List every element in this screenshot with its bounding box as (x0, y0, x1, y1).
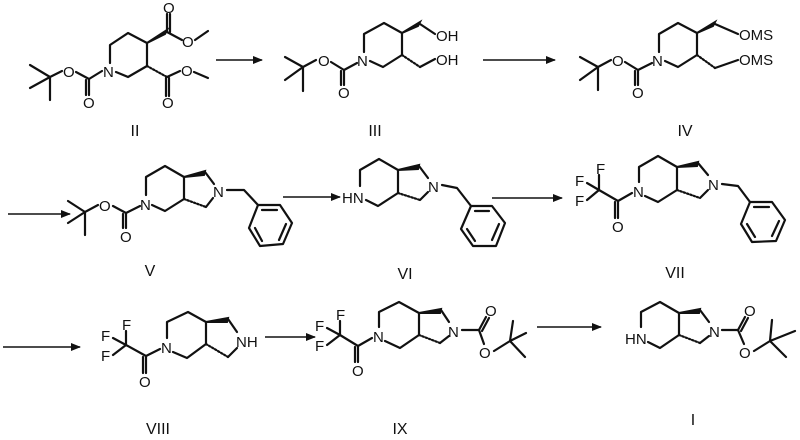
atom-OH: OH (436, 52, 459, 69)
compound-label: IX (392, 421, 407, 438)
atom-O: O (63, 64, 75, 81)
atom-O: O (83, 95, 95, 112)
atom-N: N (213, 184, 224, 201)
atom-N: N (709, 324, 720, 341)
atom-F: F (575, 173, 584, 190)
compound-label: VII (665, 265, 685, 282)
atom-O: O (612, 53, 624, 70)
atom-O: O (182, 34, 194, 51)
compound-V: O O N N V (66, 164, 294, 280)
atom-O: O (612, 219, 624, 236)
atom-O: O (162, 95, 174, 112)
atom-NH: NH (236, 334, 258, 351)
compound-label: VI (397, 266, 412, 283)
compound-label: IV (677, 123, 692, 140)
atom-O: O (163, 0, 175, 17)
atom-N: N (708, 177, 719, 194)
compound-II: O O N O O O O II (28, 0, 210, 140)
atom-F: F (101, 328, 110, 345)
atom-O: O (479, 345, 491, 362)
atom-O: O (338, 85, 350, 102)
compound-label: III (368, 123, 381, 140)
compound-IV: O O N OMS OMS IV (578, 19, 773, 140)
compound-I: HN N O O I (625, 300, 797, 429)
compound-VIII: F F F O N NH VIII (101, 310, 258, 438)
compound-label: VIII (146, 421, 170, 438)
compound-VII: F F F O N N VII (575, 154, 787, 282)
compound-III: O O N OH OH III (283, 19, 459, 140)
atom-O: O (181, 63, 193, 80)
atom-O: O (739, 345, 751, 362)
atom-OMS: OMS (739, 52, 773, 69)
compound-label: II (131, 123, 140, 140)
atom-F: F (122, 317, 131, 334)
atom-F: F (575, 193, 584, 210)
atom-N: N (448, 324, 459, 341)
atom-O: O (632, 85, 644, 102)
atom-O: O (139, 374, 151, 391)
atom-O: O (744, 303, 756, 320)
atom-N: N (140, 197, 151, 214)
atom-N: N (357, 53, 368, 70)
atom-N: N (652, 53, 663, 70)
atom-HN: HN (625, 331, 647, 348)
atom-N: N (161, 340, 172, 357)
atom-N: N (373, 329, 384, 346)
atom-HN: HN (342, 190, 364, 207)
atom-F: F (336, 307, 345, 324)
atom-O: O (120, 229, 132, 246)
compound-IX: F F F O N N O O IX (315, 300, 528, 438)
atom-N: N (633, 184, 644, 201)
atom-OH: OH (436, 28, 459, 45)
atom-N: N (428, 179, 439, 196)
atom-O: O (352, 363, 364, 380)
compound-VI: HN N VI (342, 157, 507, 283)
atom-F: F (315, 318, 324, 335)
atom-O: O (318, 53, 330, 70)
atom-F: F (315, 338, 324, 355)
atom-F: F (101, 348, 110, 365)
compound-label: I (691, 412, 695, 429)
atom-N: N (103, 64, 114, 81)
atom-OMS: OMS (739, 27, 773, 44)
atom-O: O (99, 198, 111, 215)
atom-F: F (596, 161, 605, 178)
atom-O: O (485, 303, 497, 320)
compound-label: V (145, 263, 156, 280)
